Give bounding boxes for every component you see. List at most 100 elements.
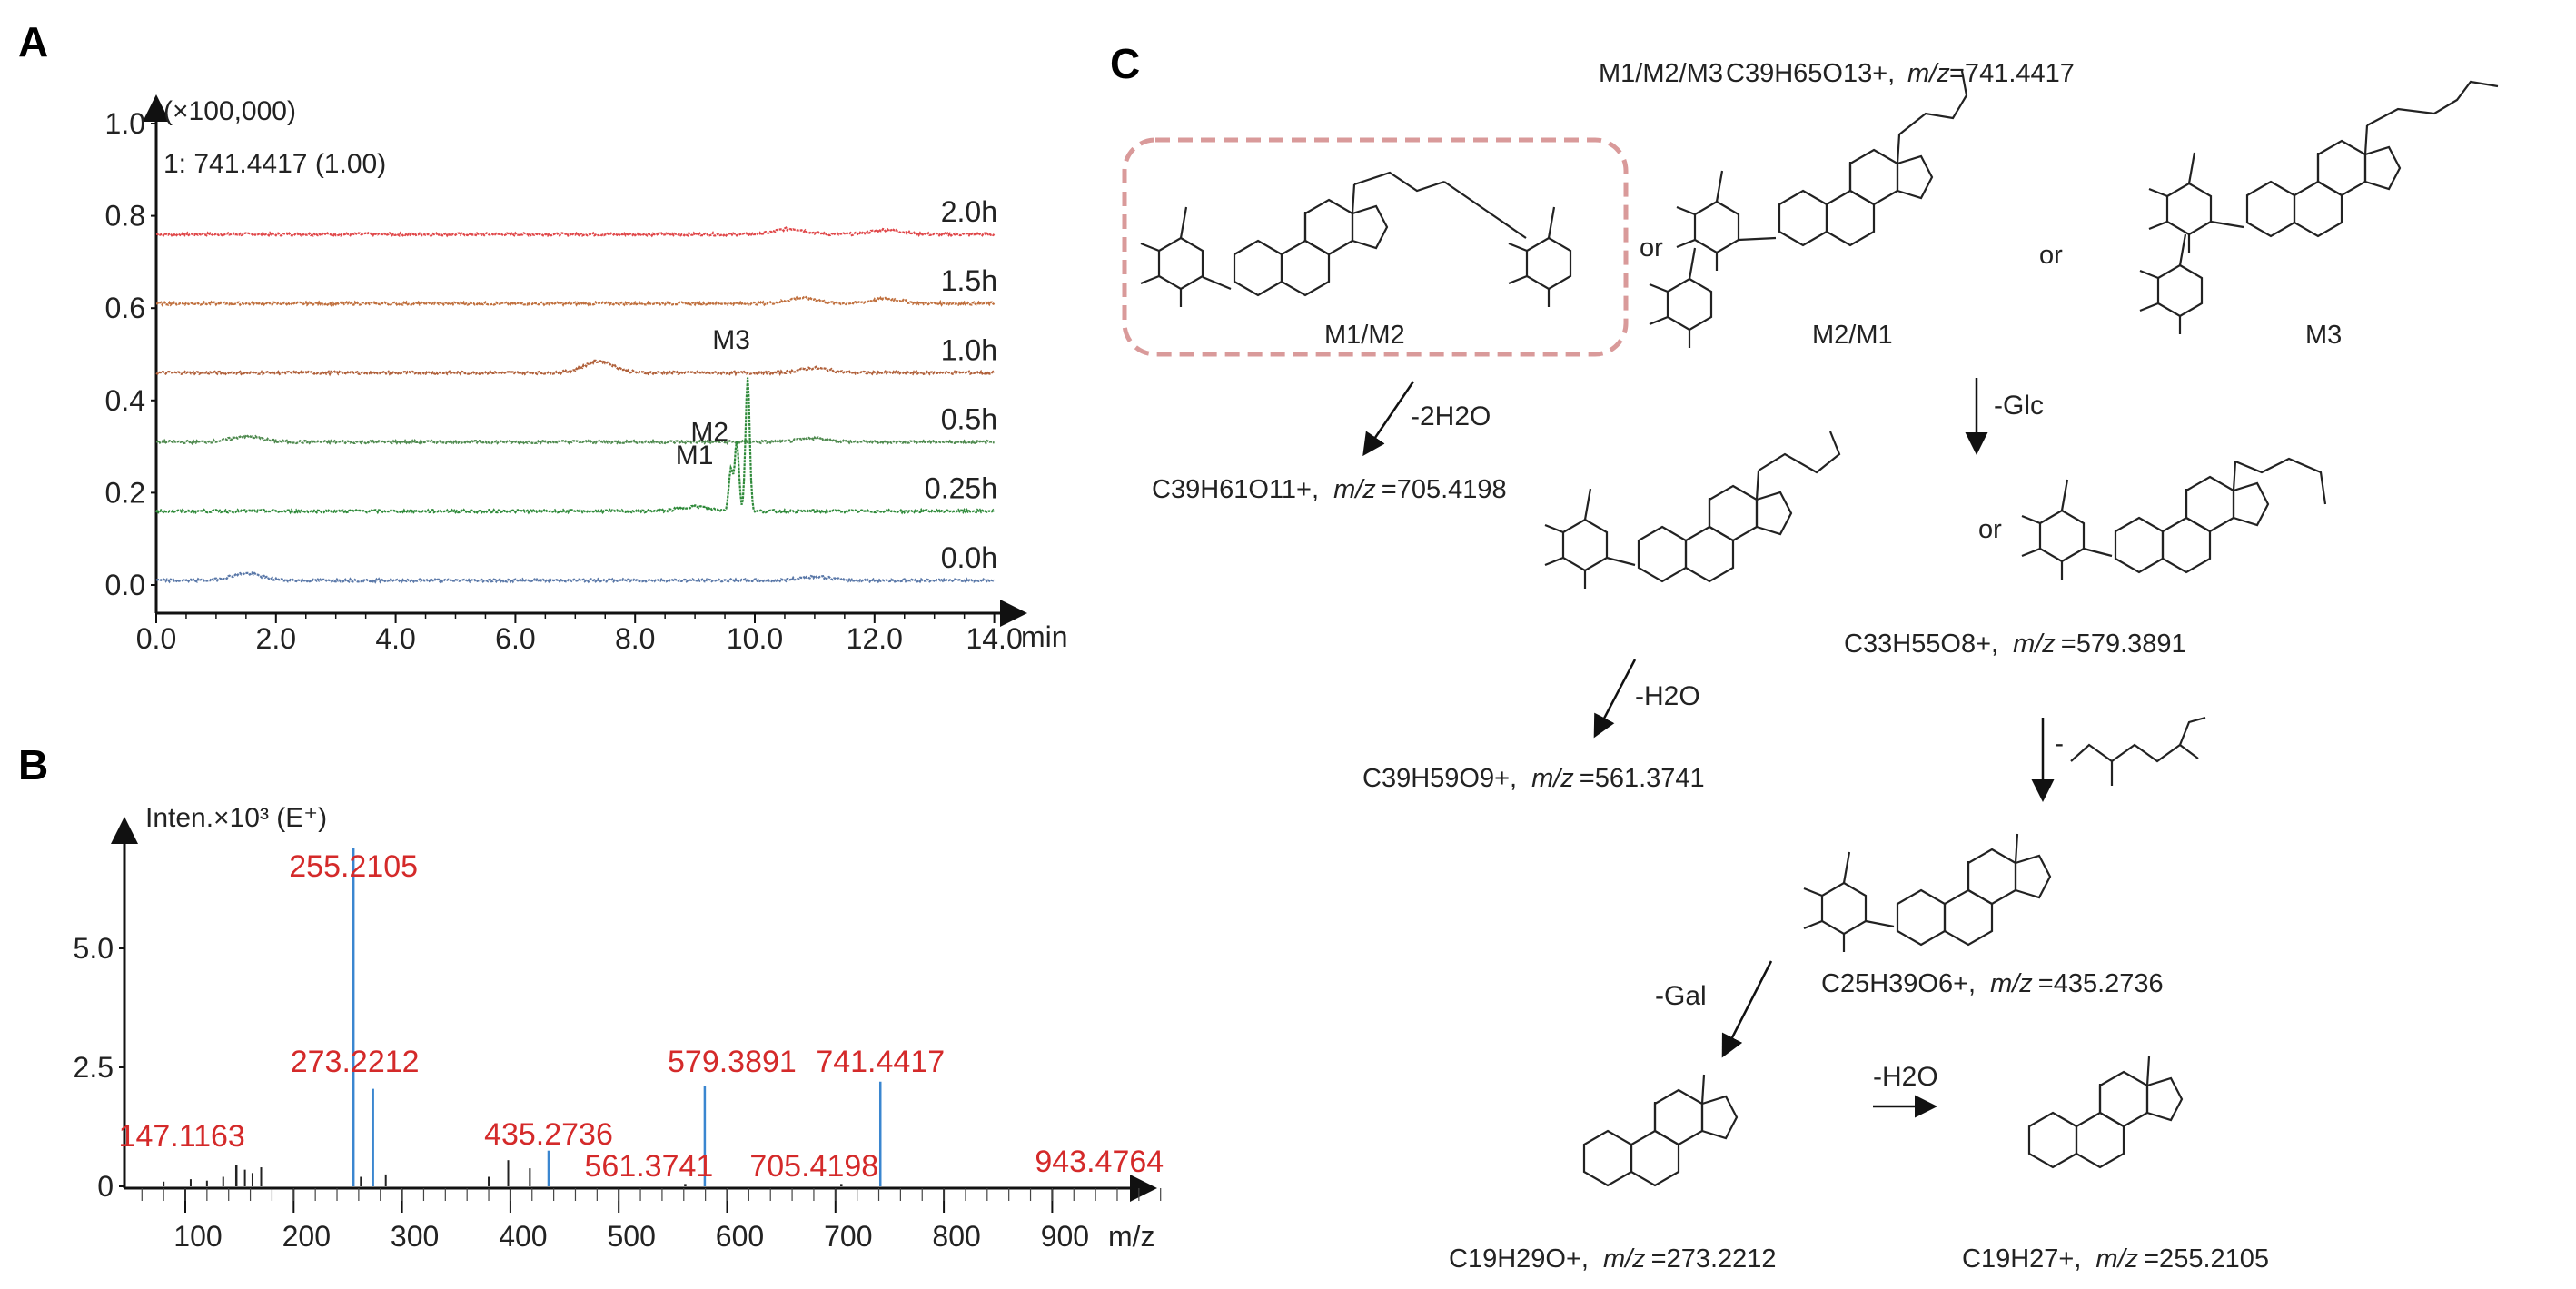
panel-a-letter: A <box>18 18 48 65</box>
label-m3: M3 <box>2305 321 2342 350</box>
ion-mz-label: m/z <box>2095 1244 2138 1274</box>
step-minus-glc: -Glc <box>1994 391 2044 421</box>
ion-561: C39H59O9+, m/z =561.3741 <box>1362 764 1705 793</box>
a-trace-1.5h <box>155 295 996 307</box>
a-x-tick-label: 8.0 <box>615 622 655 655</box>
a-trace-2.0h <box>155 226 996 238</box>
structure-255 <box>2027 1055 2184 1169</box>
a-y-tick-label: 0.8 <box>105 200 145 233</box>
ion-formula: C19H27+, <box>1962 1244 2081 1274</box>
a-annotation-M3: M3 <box>712 325 750 355</box>
b-y-tick-label: 2.5 <box>74 1051 114 1084</box>
a-y-tick-label: 1.0 <box>105 107 145 140</box>
sidechain-fragment <box>2070 716 2206 786</box>
header-mz-value: =741.4417 <box>1949 59 2075 88</box>
a-x-tick-label: 2.0 <box>256 622 296 655</box>
a-trace-0.25h <box>154 377 996 515</box>
ion-273: C19H29O+, m/z =273.2212 <box>1449 1244 1777 1274</box>
structure-m1m2 <box>1139 171 1572 309</box>
ion-formula: C19H29O+, <box>1449 1244 1589 1274</box>
a-x-tick-label: 10.0 <box>727 622 783 655</box>
b-y-label: Inten.×10³ (E⁺) <box>145 803 327 833</box>
a-trace-0.0h <box>155 570 996 584</box>
a-y-tick-label: 0.0 <box>105 569 145 601</box>
a-y-tick-label: 0.6 <box>105 292 145 324</box>
a-x-tick-label: 0.0 <box>136 622 176 655</box>
b-x-label: m/z <box>1108 1220 1155 1253</box>
a-y-tick-label: 0.2 <box>105 476 145 509</box>
ion-formula: C33H55O8+, <box>1844 630 1998 659</box>
b-peak-label: 435.2736 <box>484 1117 613 1152</box>
ion-mz-label: m/z <box>1531 764 1574 793</box>
a-trace-label: 0.5h <box>941 403 997 436</box>
structure-m3 <box>2138 80 2499 336</box>
ion-mz-value: =435.2736 <box>2038 969 2164 998</box>
arrow-minus-h2o-1 <box>1593 659 1637 739</box>
or-2: or <box>2039 241 2063 270</box>
step-minus-h2o-2: -H2O <box>1873 1062 1938 1092</box>
a-trace-label: 1.5h <box>941 264 997 297</box>
b-y-tick-label: 5.0 <box>74 932 114 965</box>
or-3: or <box>1978 515 2002 544</box>
ion-705: C39H61O11+, m/z =705.4198 <box>1152 475 1507 504</box>
b-peak-label: 705.4198 <box>749 1149 878 1184</box>
a-x-tick-label: 4.0 <box>375 622 415 655</box>
ion-mz-label: m/z <box>1333 475 1376 504</box>
structure-579-a <box>1543 431 1841 590</box>
a-annotation-M2: M2 <box>690 418 728 448</box>
a-trace-label: 2.0h <box>941 195 997 228</box>
ion-formula: C39H59O9+, <box>1362 764 1517 793</box>
structure-m2m1 <box>1648 70 1968 350</box>
a-annotation-M1: M1 <box>676 441 714 471</box>
b-peak-label: 579.3891 <box>668 1045 797 1079</box>
b-x-tick-label: 800 <box>932 1220 980 1253</box>
step-minus-2h2o: -2H2O <box>1411 402 1491 431</box>
a-x-tick-label: 12.0 <box>847 622 903 655</box>
panel-c-letter: C <box>1110 40 1140 87</box>
b-peak-label: 147.1163 <box>119 1119 245 1154</box>
b-y-tick-label: 0 <box>97 1170 114 1203</box>
ion-255: C19H27+, m/z =255.2105 <box>1962 1244 2269 1274</box>
b-x-tick-label: 700 <box>824 1220 872 1253</box>
b-x-tick-label: 300 <box>391 1220 439 1253</box>
ion-mz-label: m/z <box>1990 969 2033 998</box>
or-1: or <box>1640 233 1663 263</box>
a-trace-label: 1.0h <box>941 333 997 366</box>
label-m1m2: M1/M2 <box>1324 321 1405 350</box>
a-trace-0.5h <box>155 433 995 446</box>
b-x-tick-label: 100 <box>173 1220 222 1253</box>
ion-579: C33H55O8+, m/z =579.3891 <box>1844 630 2186 659</box>
step-minus-gal: -Gal <box>1655 981 1707 1011</box>
ion-435: C25H39O6+, m/z =435.2736 <box>1821 969 2164 998</box>
a-trace-label: 0.0h <box>941 541 997 574</box>
structure-273 <box>1582 1073 1739 1187</box>
a-ion-label: 1: 741.4417 (1.00) <box>163 149 386 179</box>
b-x-tick-label: 400 <box>499 1220 547 1253</box>
b-x-tick-label: 600 <box>716 1220 764 1253</box>
step-minus-h2o-1: -H2O <box>1635 681 1700 711</box>
structure-579-b <box>2020 457 2327 581</box>
ion-formula: C25H39O6+, <box>1821 969 1976 998</box>
structure-435 <box>1802 832 2052 954</box>
header-formula: C39H65O13+, <box>1726 59 1895 88</box>
a-y-tick-label: 0.4 <box>105 384 145 417</box>
panel-b-letter: B <box>18 741 48 788</box>
b-peak-label: 943.4764 <box>1035 1145 1164 1179</box>
ion-mz-value: =579.3891 <box>2061 630 2186 659</box>
b-x-tick-label: 900 <box>1041 1220 1089 1253</box>
a-trace-1.0h <box>155 358 996 377</box>
b-peak-label: 741.4417 <box>816 1045 945 1079</box>
header-mz-label: m/z <box>1907 59 1950 88</box>
ion-mz-label: m/z <box>1603 1244 1646 1274</box>
ion-mz-value: =273.2212 <box>1651 1244 1777 1274</box>
ion-formula: C39H61O11+, <box>1152 475 1319 504</box>
a-x-label: min <box>1021 620 1068 653</box>
ion-mz-value: =561.3741 <box>1580 764 1705 793</box>
b-peak-label: 255.2105 <box>289 849 418 884</box>
a-trace-label: 0.25h <box>925 472 997 505</box>
ion-mz-value: =255.2105 <box>2144 1244 2269 1274</box>
scheme-header: M1/M2/M3 C39H65O13+, m/z =741.4417 <box>1599 59 2075 88</box>
